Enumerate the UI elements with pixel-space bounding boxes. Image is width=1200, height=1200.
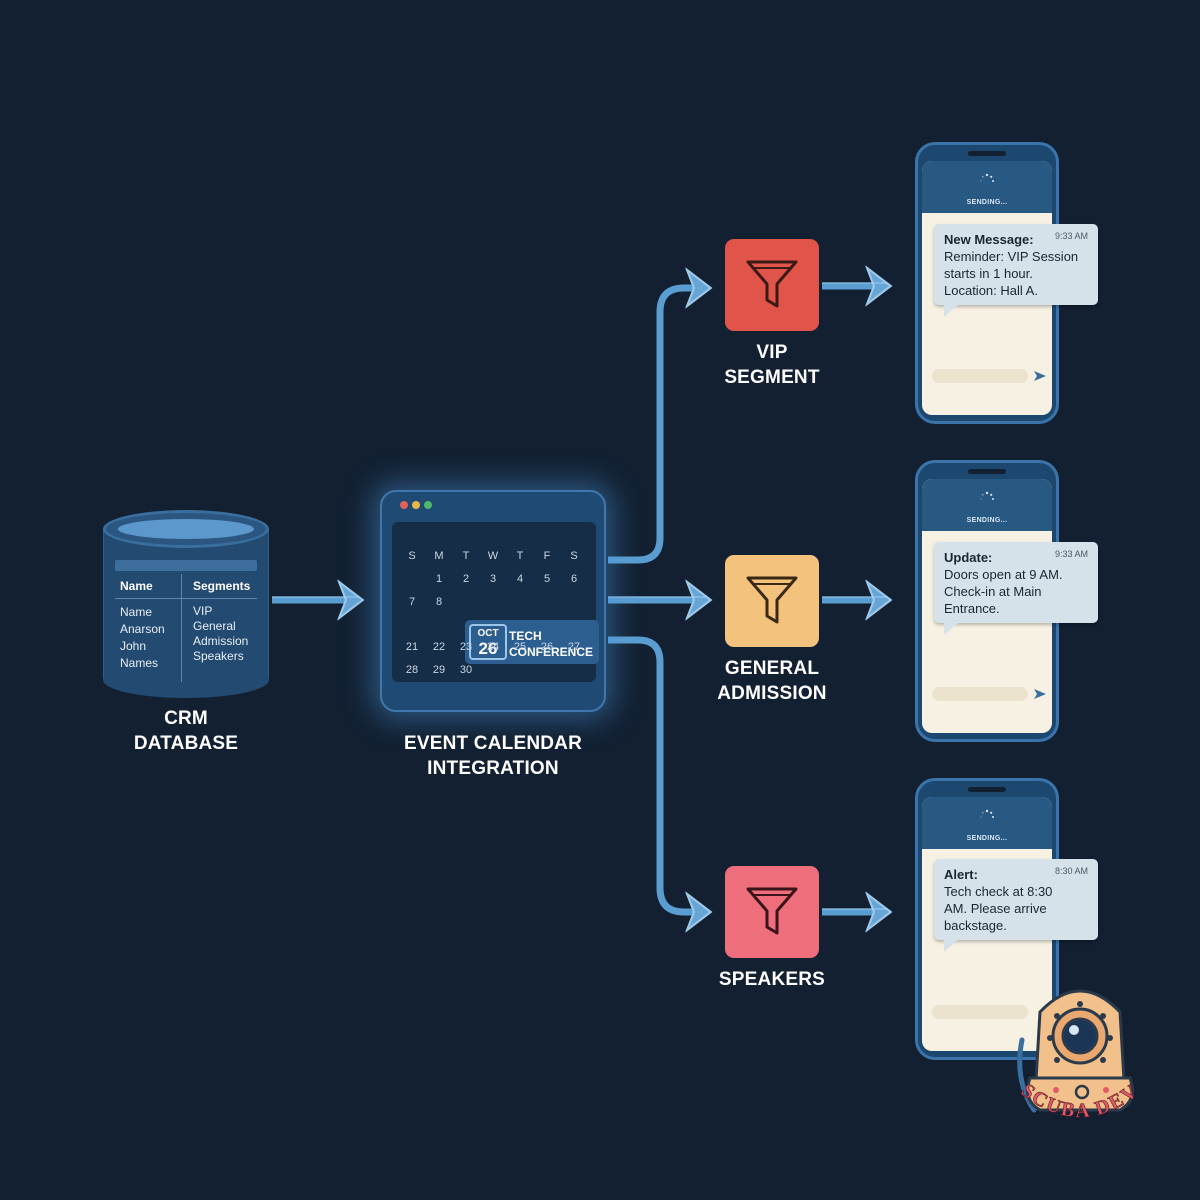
- calendar-day[interactable]: 4: [516, 573, 524, 585]
- general-admission-filter-box[interactable]: [725, 555, 819, 647]
- arrow-calendar-to-vip: [608, 288, 708, 564]
- crm-segment: Speakers: [193, 649, 244, 663]
- crm-name: Name: [120, 605, 153, 619]
- send-icon[interactable]: [1032, 368, 1048, 384]
- message-input[interactable]: [932, 687, 1028, 701]
- loading-spinner-icon: [980, 173, 994, 182]
- calendar-weekday: M: [434, 550, 444, 562]
- calendar-day[interactable]: 8: [435, 596, 443, 608]
- send-icon[interactable]: [1032, 686, 1048, 702]
- funnel-icon: [746, 576, 798, 624]
- calendar-day[interactable]: 24: [486, 641, 500, 653]
- calendar-weekday: S: [408, 550, 416, 562]
- event-name: TECH CONFERENCE: [509, 629, 594, 659]
- calendar-weekday: T: [462, 550, 470, 562]
- calendar-day[interactable]: 1: [435, 573, 443, 585]
- loading-spinner-icon: [980, 809, 994, 818]
- calendar-day[interactable]: 28: [405, 664, 419, 676]
- speakers-label: SPEAKERS: [718, 969, 826, 990]
- vip-filter-box[interactable]: [725, 239, 819, 331]
- calendar-day[interactable]: 5: [543, 573, 551, 585]
- crm-name: John: [120, 639, 147, 653]
- crm-segments-column: VIP General Admission Speakers: [193, 604, 248, 664]
- calendar-day[interactable]: 7: [408, 596, 416, 608]
- calendar-day[interactable]: 6: [570, 573, 578, 585]
- message-bubble-vip: New Message: 9:33 AM Reminder: VIP Sessi…: [934, 224, 1098, 317]
- message-input[interactable]: [932, 369, 1028, 383]
- calendar-day[interactable]: 29: [432, 664, 446, 676]
- loading-spinner-icon: [980, 491, 994, 500]
- calendar-weekday: T: [516, 550, 524, 562]
- crm-segment: General: [193, 619, 236, 633]
- crm-header-segments: Segments: [193, 579, 251, 593]
- calendar-day[interactable]: 30: [459, 664, 473, 676]
- crm-database-icon: Name Segments Name Anarson John Names VI…: [103, 506, 269, 698]
- vip-segment-label: VIP SEGMENT: [724, 342, 820, 388]
- message-input[interactable]: [932, 1005, 1028, 1019]
- crm-segment: VIP: [193, 604, 213, 618]
- message-bubble-speakers: Alert: 8:30 AM Tech check at 8:30 AM. Pl…: [934, 859, 1098, 952]
- calendar-day[interactable]: 21: [405, 641, 419, 653]
- sending-status: SENDING...: [966, 835, 1008, 842]
- crm-header-name: Name: [120, 579, 153, 593]
- message-bubble-general: Update: 9:33 AM Doors open at 9 AM. Chec…: [934, 542, 1098, 635]
- calendar-day[interactable]: 2: [462, 573, 470, 585]
- crm-names-column: Name Anarson John Names: [120, 604, 165, 672]
- diving-helmet-icon: SCUBA DEV: [1017, 989, 1141, 1123]
- speakers-filter-box[interactable]: [725, 866, 819, 958]
- calendar-weekday: W: [487, 550, 499, 562]
- calendar-day[interactable]: 27: [567, 641, 581, 653]
- crm-database-label: CRM DATABASE: [133, 708, 239, 754]
- funnel-icon: [746, 887, 798, 935]
- sending-status: SENDING...: [966, 517, 1008, 524]
- window-dot-green: [424, 501, 432, 509]
- arrow-calendar-to-speakers: [608, 636, 708, 912]
- window-dot-yellow: [412, 501, 420, 509]
- event-calendar-label: EVENT CALENDAR INTEGRATION: [403, 733, 583, 779]
- calendar-day[interactable]: 3: [489, 573, 497, 585]
- calendar-day[interactable]: 23: [459, 641, 473, 653]
- funnel-icon: [746, 260, 798, 308]
- event-highlight[interactable]: [465, 620, 599, 664]
- calendar-weekday: F: [543, 550, 551, 562]
- event-date-badge: OCT 26: [469, 624, 507, 660]
- window-dot-red: [400, 501, 408, 509]
- crm-name: Names: [120, 656, 159, 670]
- general-admission-label: GENERAL ADMISSION: [717, 658, 827, 704]
- calendar-day[interactable]: 25: [513, 641, 527, 653]
- crm-segment: Admission: [193, 634, 249, 648]
- crm-name: Anarson: [120, 622, 165, 636]
- calendar-day[interactable]: 26: [540, 641, 554, 653]
- sending-status: SENDING...: [966, 199, 1008, 206]
- calendar-day[interactable]: 22: [432, 641, 446, 653]
- calendar-weekday: S: [570, 550, 578, 562]
